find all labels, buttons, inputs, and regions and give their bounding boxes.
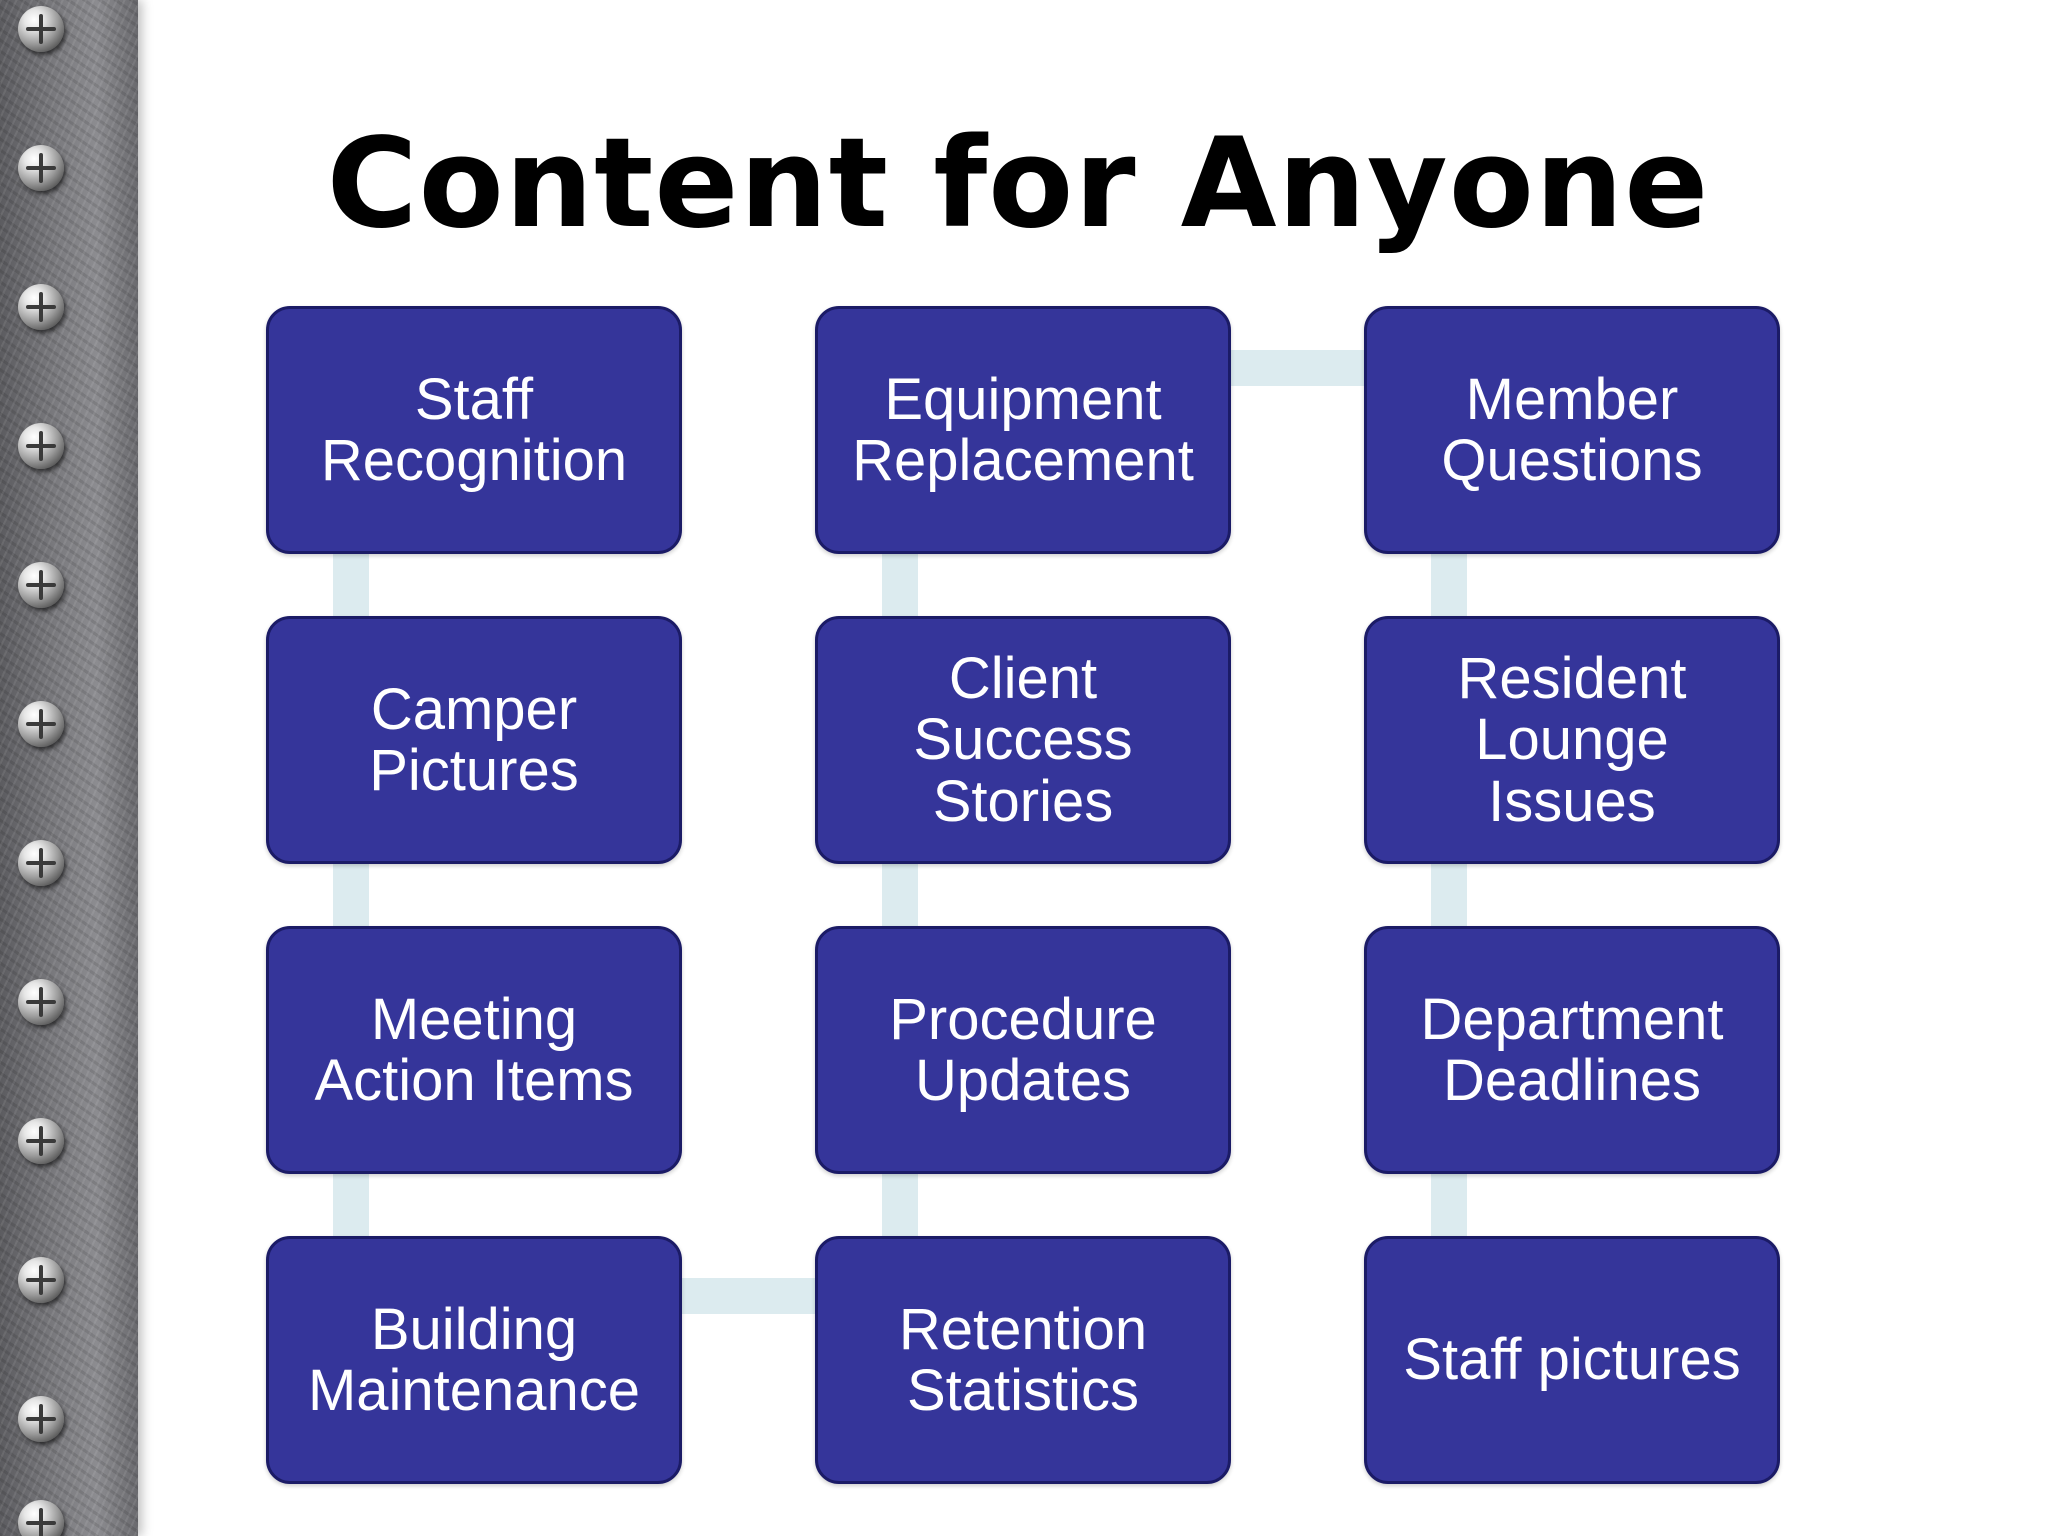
rivet-icon: [18, 284, 64, 330]
connector-line: [882, 552, 918, 616]
box-label: Procedure Updates: [889, 986, 1157, 1113]
content-box-department-deadlines: Department Deadlines: [1364, 926, 1780, 1174]
content-box-procedure-updates: Procedure Updates: [815, 926, 1231, 1174]
rivet-icon: [18, 562, 64, 608]
box-label: Staff Recognition: [320, 366, 628, 493]
content-box-camper-pictures: Camper Pictures: [266, 616, 682, 864]
box-label: Meeting Action Items: [314, 986, 634, 1113]
content-box-member-questions: Member Questions: [1364, 306, 1780, 554]
connector-line: [882, 1172, 918, 1236]
connector-line: [333, 552, 369, 616]
slide-title: Content for Anyone: [326, 112, 1710, 256]
content-box-meeting-action-items: Meeting Action Items: [266, 926, 682, 1174]
rivet-icon: [18, 840, 64, 886]
content-box-resident-lounge-issues: Resident Lounge Issues: [1364, 616, 1780, 864]
rivet-icon: [18, 423, 64, 469]
content-box-client-success-stories: Client Success Stories: [815, 616, 1231, 864]
content-box-staff-recognition: Staff Recognition: [266, 306, 682, 554]
rivet-icon: [18, 1500, 64, 1536]
box-label: Department Deadlines: [1420, 986, 1724, 1113]
connector-line: [680, 1278, 816, 1314]
rivet-icon: [18, 1396, 64, 1442]
content-box-building-maintenance: Building Maintenance: [266, 1236, 682, 1484]
rivet-icon: [18, 979, 64, 1025]
connector-line: [1228, 350, 1364, 386]
box-label: Staff pictures: [1403, 1327, 1741, 1393]
box-label: Equipment Replacement: [852, 366, 1194, 493]
rivet-icon: [18, 145, 64, 191]
rivet-icon: [18, 1118, 64, 1164]
rivet-icon: [18, 701, 64, 747]
rivet-icon: [18, 6, 64, 52]
connector-line: [1431, 552, 1467, 616]
box-label: Retention Statistics: [898, 1296, 1148, 1423]
rivet-icon: [18, 1257, 64, 1303]
box-label: Building Maintenance: [307, 1296, 641, 1423]
box-label: Resident Lounge Issues: [1457, 645, 1687, 834]
metal-strip-decoration: [0, 0, 138, 1536]
connector-line: [1431, 1172, 1467, 1236]
box-label: Camper Pictures: [369, 676, 579, 803]
connector-line: [882, 862, 918, 926]
connector-line: [333, 1172, 369, 1236]
connector-line: [1431, 862, 1467, 926]
box-label: Member Questions: [1441, 366, 1703, 493]
content-box-equipment-replacement: Equipment Replacement: [815, 306, 1231, 554]
connector-line: [333, 862, 369, 926]
content-box-staff-pictures: Staff pictures: [1364, 1236, 1780, 1484]
content-box-retention-statistics: Retention Statistics: [815, 1236, 1231, 1484]
box-label: Client Success Stories: [913, 645, 1133, 834]
